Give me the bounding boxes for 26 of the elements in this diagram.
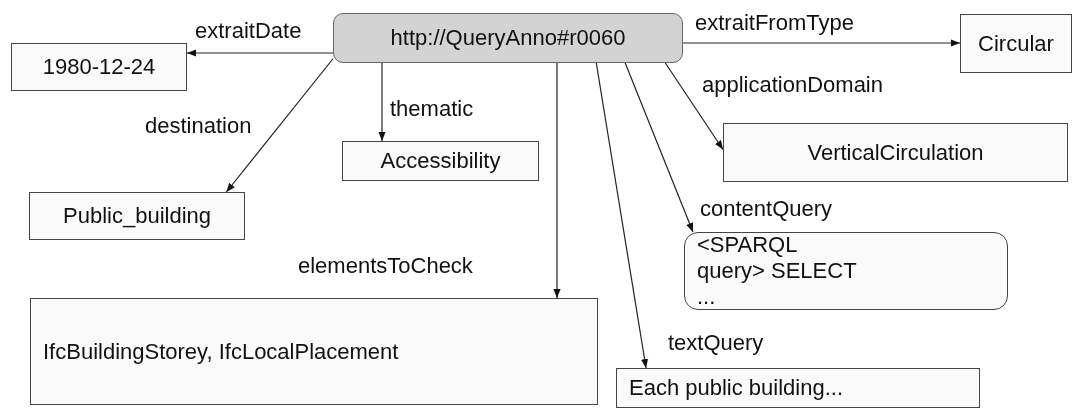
value-box bbox=[29, 192, 245, 240]
value-box bbox=[616, 368, 980, 408]
value-box bbox=[30, 298, 598, 405]
arrow bbox=[553, 62, 561, 299]
arrow bbox=[225, 58, 334, 193]
node-label: Accessibility bbox=[380, 148, 501, 174]
arrow bbox=[595, 62, 649, 369]
node-label: Each public building... bbox=[629, 375, 844, 401]
node-label: 1980-12-24 bbox=[42, 54, 156, 80]
node-label: http://QueryAnno#r0060 bbox=[390, 25, 626, 51]
arrow bbox=[624, 62, 694, 233]
value-box bbox=[723, 123, 1068, 182]
arrow bbox=[682, 39, 961, 47]
arrow bbox=[664, 62, 724, 151]
query-box bbox=[684, 232, 1008, 310]
value-box bbox=[342, 141, 539, 181]
arrow bbox=[186, 49, 334, 57]
node-label: <SPARQL query> SELECT ... bbox=[697, 232, 858, 310]
arrow bbox=[378, 62, 386, 142]
node-label: IfcBuildingStorey, IfcLocalPlacement bbox=[43, 338, 399, 365]
node-label: Circular bbox=[978, 30, 1054, 57]
node-label: VerticalCirculation bbox=[807, 139, 984, 166]
node-label: Public_building bbox=[63, 203, 211, 229]
value-box bbox=[11, 43, 187, 91]
resource-node bbox=[333, 13, 683, 63]
value-box bbox=[960, 14, 1072, 73]
